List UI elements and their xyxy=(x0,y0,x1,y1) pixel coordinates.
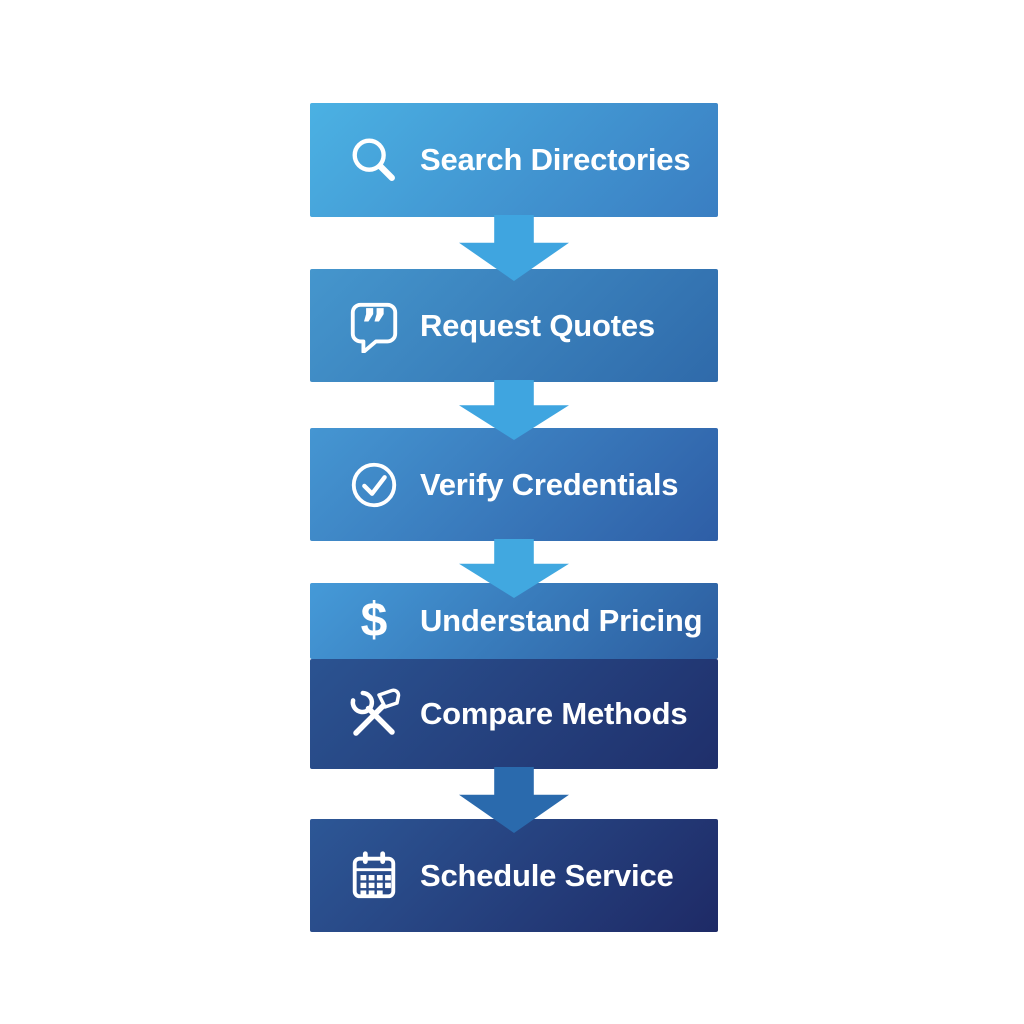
step-label: Search Directories xyxy=(420,142,691,177)
step-verify-credentials: Verify Credentials xyxy=(310,428,718,541)
step-label: Request Quotes xyxy=(420,307,655,343)
step-label: Compare Methods xyxy=(420,696,688,731)
search-icon xyxy=(346,132,402,188)
quote-bubble-icon: ” xyxy=(346,298,402,354)
step-understand-pricing: $ Understand Pricing xyxy=(310,583,718,659)
tools-icon xyxy=(346,686,402,742)
svg-text:”: ” xyxy=(360,301,388,350)
step-label: Verify Credentials xyxy=(420,466,679,502)
check-circle-icon xyxy=(346,457,402,513)
step-label: Schedule Service xyxy=(420,857,674,893)
step-compare-methods: Compare Methods xyxy=(310,659,718,769)
step-search-directories: Search Directories xyxy=(310,103,718,217)
step-label: Understand Pricing xyxy=(420,603,703,638)
calendar-icon xyxy=(346,848,402,904)
step-request-quotes: ” Request Quotes xyxy=(310,269,718,382)
step-schedule-service: Schedule Service xyxy=(310,819,718,932)
dollar-icon: $ xyxy=(360,594,388,647)
